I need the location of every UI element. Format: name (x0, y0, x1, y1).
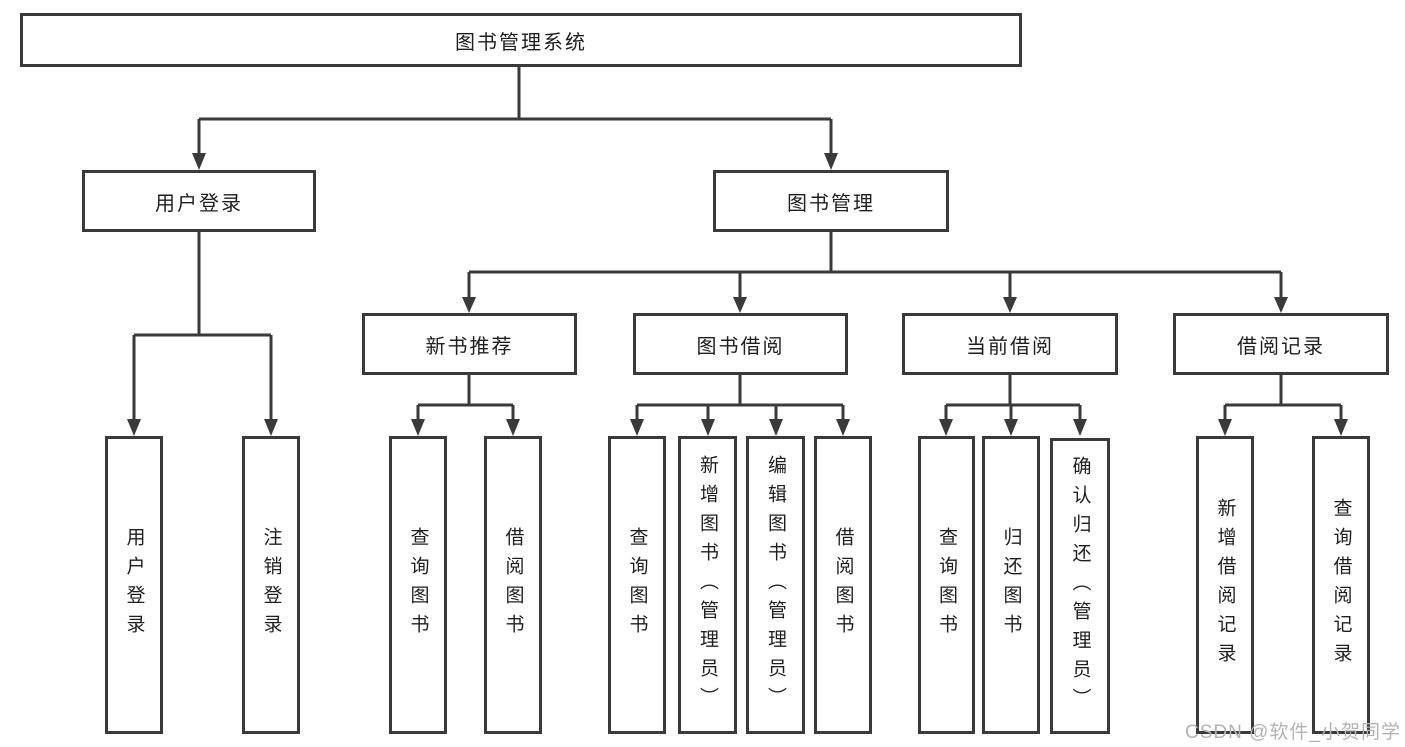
arrowhead-icon (127, 419, 141, 436)
node-root-library-system: 图书管理系统 (20, 13, 1022, 67)
leaf-add-books-admin: 新增图书（管理员） (678, 436, 737, 734)
leaf-label: 确认归还（管理员） (1069, 455, 1091, 717)
arrowhead-icon (701, 419, 715, 436)
leaf-label: 借阅图书 (502, 527, 524, 643)
node-new-book-recommend: 新书推荐 (362, 313, 577, 375)
leaf-label: 查询借阅记录 (1330, 498, 1352, 672)
arrowhead-icon (939, 419, 953, 436)
leaf-query-books-3: 查询图书 (918, 436, 975, 734)
connector-book-borrow-to-leaves (630, 375, 850, 436)
arrowhead-icon (1073, 419, 1087, 436)
arrowhead-icon (1003, 297, 1017, 313)
csdn-watermark: CSDN @软件_小贺同学 (1185, 722, 1401, 743)
leaf-logout: 注销登录 (242, 436, 300, 734)
arrowhead-icon (192, 153, 206, 170)
leaf-label: 注销登录 (260, 527, 282, 643)
arrowhead-icon (411, 419, 425, 436)
arrowhead-icon (1334, 419, 1348, 436)
arrowhead-icon (1004, 419, 1018, 436)
leaf-query-books-2: 查询图书 (608, 436, 666, 734)
connector-book-mgmt-to-level3 (462, 232, 1288, 313)
node-user-login: 用户登录 (82, 170, 316, 232)
node-book-management: 图书管理 (713, 170, 949, 232)
leaf-query-books-1: 查询图书 (389, 436, 447, 734)
leaf-label: 编辑图书（管理员） (765, 454, 786, 716)
leaf-borrow-books-2: 借阅图书 (814, 436, 872, 734)
connector-borrow-records-to-leaves (1218, 375, 1348, 436)
leaf-label: 新增借阅记录 (1214, 498, 1236, 672)
arrowhead-icon (506, 419, 520, 436)
leaf-label: 查询图书 (936, 527, 957, 643)
leaf-label: 用户登录 (123, 527, 145, 643)
arrowhead-icon (1274, 297, 1288, 313)
leaf-add-borrow-record: 新增借阅记录 (1196, 436, 1254, 734)
leaf-query-borrow-record: 查询借阅记录 (1312, 436, 1370, 734)
node-book-borrow: 图书借阅 (633, 313, 848, 375)
arrowhead-icon (733, 297, 747, 313)
arrowhead-icon (824, 153, 838, 170)
arrowhead-icon (836, 419, 850, 436)
connector-current-borrow-to-leaves (939, 375, 1087, 436)
leaf-label: 查询图书 (407, 527, 429, 643)
arrowhead-icon (630, 419, 644, 436)
arrowhead-icon (769, 419, 783, 436)
node-current-borrow: 当前借阅 (902, 313, 1118, 375)
connector-user-login-to-leaves (127, 232, 278, 436)
leaf-label: 归还图书 (1000, 527, 1022, 643)
leaf-confirm-return-admin: 确认归还（管理员） (1050, 438, 1110, 734)
arrowhead-icon (462, 297, 476, 313)
leaf-user-login: 用户登录 (105, 436, 163, 734)
arrowhead-icon (264, 419, 278, 436)
leaf-borrow-books-1: 借阅图书 (484, 436, 542, 734)
leaf-label: 查询图书 (626, 527, 648, 643)
connector-root-to-level2 (192, 67, 838, 170)
connector-new-book-to-leaves (411, 375, 520, 436)
arrowhead-icon (1218, 419, 1232, 436)
leaf-edit-books-admin: 编辑图书（管理员） (746, 436, 805, 734)
leaf-label: 借阅图书 (832, 527, 854, 643)
node-borrow-records: 借阅记录 (1173, 313, 1389, 375)
leaf-return-books: 归还图书 (982, 436, 1040, 734)
leaf-label: 新增图书（管理员） (697, 454, 718, 716)
